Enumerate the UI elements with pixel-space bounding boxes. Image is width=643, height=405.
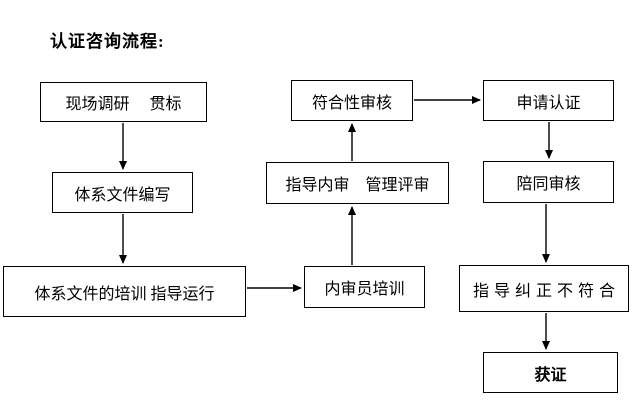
- page-title: 认证咨询流程:: [50, 32, 165, 51]
- flow-node-guide-internal-audit: 指导内审 管理评审: [266, 162, 449, 204]
- flow-node-field-research: 现场调研 贯标: [40, 82, 207, 122]
- flow-node-accompany-audit: 陪同审核: [483, 161, 614, 203]
- flow-node-guide-correction: 指导纠正不符合: [459, 265, 629, 312]
- flow-node-system-doc-writing: 体系文件编写: [52, 172, 193, 213]
- flow-node-internal-auditor-training: 内审员培训: [304, 266, 425, 308]
- flow-node-system-doc-training: 体系文件的培训 指导运行: [3, 266, 246, 317]
- flow-node-conformity-audit: 符合性审核: [291, 80, 413, 121]
- flow-node-apply-certification: 申请认证: [483, 80, 614, 121]
- flow-node-obtain-certificate: 获证: [483, 352, 618, 393]
